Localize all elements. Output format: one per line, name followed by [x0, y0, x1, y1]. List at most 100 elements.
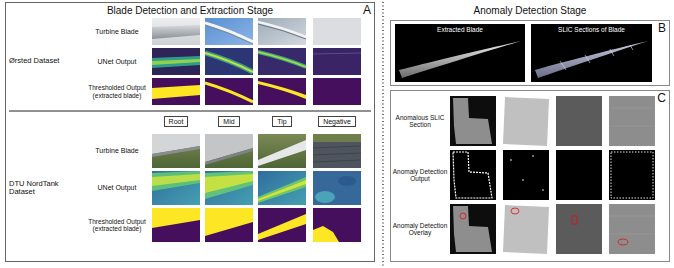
thumbnail-image [258, 134, 306, 168]
illustration-part [258, 18, 306, 45]
thumbnail-image [152, 134, 200, 168]
illustration-part [205, 148, 253, 165]
illustration-part [313, 48, 361, 75]
illustration-part [205, 23, 253, 42]
illustration-part [450, 150, 496, 200]
thumbnail-image [313, 171, 361, 205]
thumbnail-image [313, 18, 361, 45]
thumbnail-image [503, 97, 549, 146]
illustration-part [453, 206, 492, 252]
thumbnail-image [450, 204, 496, 254]
illustration-part [152, 78, 200, 105]
row-label: Thresholded Output (extracted blade) [84, 84, 150, 98]
illustration-part [315, 191, 335, 203]
thumbnail-image [205, 48, 253, 75]
thumbnail-image [258, 208, 306, 242]
thumbnail-image [503, 150, 549, 200]
illustration-part [258, 22, 306, 37]
illustration-part [556, 150, 602, 200]
illustration-part [258, 134, 306, 168]
thumbnail-image [152, 208, 200, 242]
panel-letter: A [363, 4, 371, 17]
illustration-part [205, 134, 253, 168]
illustration-part [453, 98, 492, 144]
illustration-part [258, 208, 306, 242]
illustration-part [503, 205, 549, 254]
dataset-divider [9, 110, 371, 111]
node-text: C [657, 92, 666, 105]
illustration-part [572, 216, 577, 224]
illustration-part [258, 52, 306, 67]
thumbnail-image [450, 96, 496, 146]
illustration-part [152, 146, 200, 157]
row-label: Anomalous SLIC Section [392, 114, 448, 128]
illustration-part [313, 208, 361, 242]
node-text: Extracted Blade [395, 26, 525, 33]
illustration-part [205, 171, 253, 205]
illustration-part [542, 189, 544, 191]
image-box: Extracted Blade [395, 24, 525, 82]
illustration-part [205, 48, 253, 75]
illustration-part [258, 180, 306, 201]
blade-image [395, 24, 525, 82]
thumbnail-image [556, 96, 602, 146]
thumbnail-image [609, 96, 655, 146]
thumbnail-image [258, 48, 306, 75]
thumbnail-image [258, 18, 306, 45]
thumbnail-image [152, 78, 200, 105]
thumbnail-image [313, 78, 361, 105]
illustration-part [313, 134, 361, 168]
row-label: Thresholded Output (extracted blade) [84, 218, 150, 232]
row-label: Anomaly Detection Overlay [392, 222, 448, 236]
illustration-part [609, 204, 655, 254]
illustration-part [205, 53, 253, 72]
illustration-part [313, 53, 361, 54]
illustration-part [205, 18, 253, 45]
thumbnail-image [503, 205, 549, 254]
illustration-part [258, 81, 306, 99]
thumbnail-image [313, 134, 361, 168]
thumbnail-image [205, 78, 253, 105]
illustration-part [152, 208, 200, 242]
stage-separator [382, 2, 383, 266]
node-text: B [658, 22, 666, 35]
illustration-part [152, 174, 200, 186]
node-text: Negative [323, 118, 351, 126]
row-label: Anomaly Detection Output [392, 168, 448, 182]
illustration-part [609, 150, 655, 200]
illustration-part [152, 59, 200, 65]
stage-title: Anomaly Detection Stage [392, 5, 668, 16]
node-text: Blade Detection and Extraction Stage [6, 5, 374, 16]
illustration-part [395, 24, 525, 82]
slic-image [531, 24, 652, 82]
thumbnail-image [258, 78, 306, 105]
illustration-part [450, 204, 496, 254]
column-tag: Tip [272, 116, 291, 128]
illustration-part [152, 48, 200, 75]
illustration-part [503, 150, 549, 200]
row-label: UNet Output [84, 58, 150, 66]
illustration-part [453, 152, 492, 198]
panel-box: Blade Detection and Extraction StageARoo… [5, 2, 375, 262]
thumbnail-image [313, 208, 361, 242]
illustration-part [313, 18, 361, 45]
illustration-part [152, 18, 200, 45]
illustration-part [618, 239, 628, 245]
illustration-part [152, 171, 200, 205]
illustration-part [338, 176, 356, 186]
illustration-part [258, 214, 306, 240]
illustration-part [522, 179, 524, 181]
illustration-part [258, 78, 306, 105]
illustration-part [609, 216, 655, 234]
illustration-part [531, 24, 652, 82]
illustration-part [510, 159, 512, 161]
thumbnail-image [205, 134, 253, 168]
illustration-part [258, 52, 306, 67]
illustration-part [511, 208, 519, 214]
thumbnail-image [609, 204, 655, 254]
node-text: Mid [223, 118, 234, 126]
illustration-part [532, 155, 534, 157]
dataset-label: DTU NordTank Dataset [9, 180, 83, 197]
